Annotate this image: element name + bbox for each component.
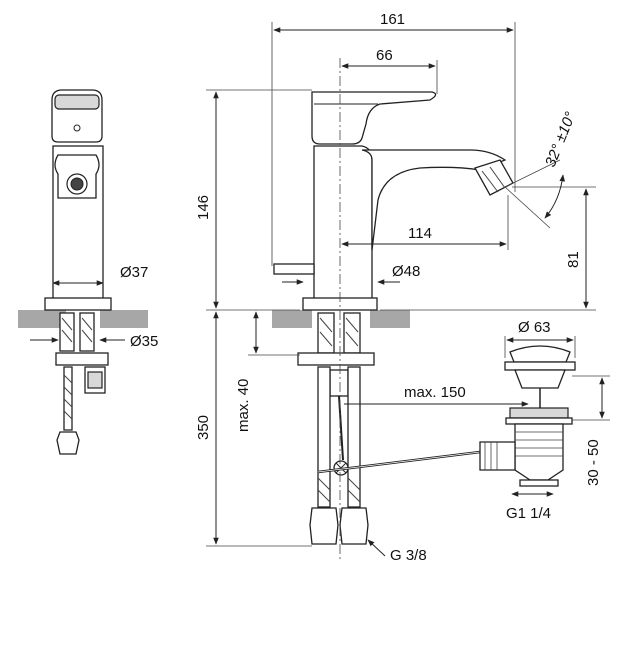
front-countertop-left	[272, 310, 312, 328]
side-fixing-stud-right	[79, 312, 95, 352]
dim-66: 66	[376, 47, 393, 64]
front-nozzle-hatch	[481, 166, 506, 193]
side-connector-nut	[87, 371, 103, 389]
front-fixing-plate	[297, 352, 375, 366]
dim-146: 146	[195, 195, 212, 220]
dim-81: 81	[565, 251, 582, 268]
front-hose-right	[347, 366, 361, 508]
front-rod-connector	[329, 369, 349, 397]
front-hose-left	[317, 366, 331, 508]
waste-assembly	[479, 345, 576, 487]
side-stud-hatch	[61, 317, 93, 343]
angle-ref-line-2	[504, 159, 561, 188]
front-hose-left-hatch	[317, 477, 331, 503]
dimension-lines: 161 66 146 114 81 32° ±10° Ø48 350	[195, 11, 610, 564]
dim-161: 161	[380, 11, 405, 28]
front-body	[313, 145, 373, 301]
side-countertop-right	[100, 310, 148, 328]
side-hose-hatch	[63, 374, 73, 420]
dim-g1-1-4: G1 1/4	[506, 505, 551, 522]
waste-seal	[505, 417, 573, 425]
front-hose-nut-right	[339, 507, 369, 545]
waste-plug-top	[509, 345, 571, 363]
side-countertop-left	[18, 310, 66, 328]
side-fixing-stud-left	[59, 312, 75, 352]
front-stud-hatch	[319, 317, 359, 347]
dim-30-50: 30 - 50	[585, 439, 602, 486]
angle-arc	[544, 174, 566, 219]
side-view: Ø37 Ø35	[18, 89, 158, 455]
front-spout	[361, 149, 507, 251]
side-hose-nut	[56, 431, 80, 455]
waste-flange	[509, 407, 569, 419]
waste-side-port	[479, 441, 516, 471]
dim-48: Ø48	[392, 263, 420, 280]
front-view	[272, 91, 514, 545]
front-hose-right-hatch	[347, 477, 361, 503]
dim-g3-8: G 3/8	[390, 547, 427, 564]
angle-ref-line	[504, 186, 551, 229]
dim-angle: 32° ±10°	[542, 110, 579, 170]
side-fixing-plate	[55, 352, 109, 366]
dim-g38-leader	[367, 539, 386, 557]
side-dim-35: Ø35	[130, 333, 158, 350]
dim-max40: max. 40	[235, 379, 252, 432]
front-lever	[311, 91, 437, 145]
waste-plug-stem	[514, 369, 566, 389]
dim-114: 114	[408, 225, 432, 242]
side-handle-cap	[54, 94, 100, 110]
dim-63: Ø 63	[518, 319, 551, 336]
side-handle-dot	[73, 124, 81, 132]
front-countertop-right	[370, 310, 410, 328]
waste-plug-rim	[504, 361, 576, 371]
dim-350: 350	[195, 415, 212, 440]
front-pivot-rod-inner	[317, 451, 481, 473]
front-hose-nut-left	[309, 507, 339, 545]
side-base	[44, 297, 112, 311]
waste-side-port-thread	[484, 442, 498, 470]
waste-tail	[519, 479, 559, 487]
waste-body-thread	[515, 431, 563, 457]
side-dim-37: Ø37	[120, 264, 148, 281]
side-aerator-inner	[70, 177, 84, 191]
side-flex-hose	[63, 366, 73, 431]
dim-max150: max. 150	[404, 384, 466, 401]
front-popup-rod	[273, 263, 315, 275]
